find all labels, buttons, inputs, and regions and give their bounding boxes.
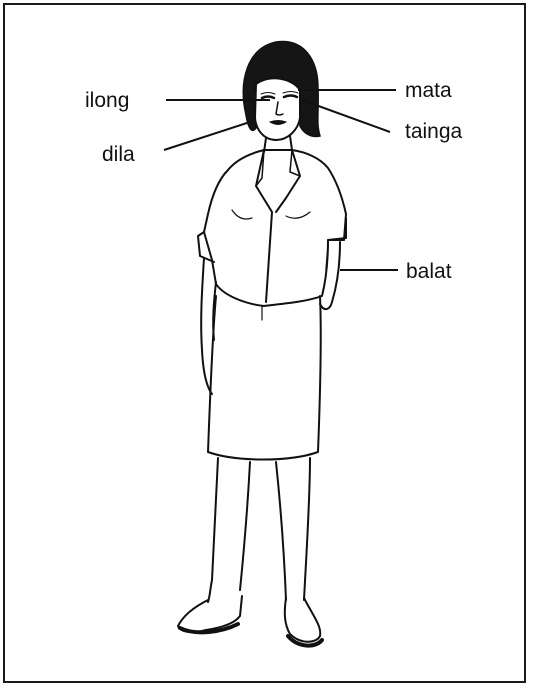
label-ilong: ilong [85, 89, 129, 112]
right-leg [276, 462, 286, 600]
label-mata: mata [405, 79, 452, 102]
right-arm [320, 242, 340, 309]
right-shoe [285, 598, 320, 642]
blouse [204, 150, 346, 306]
nose [276, 102, 283, 115]
label-dila: dila [102, 143, 135, 166]
right-eye [284, 96, 297, 98]
left-leg [208, 458, 218, 602]
woman-illustration [178, 42, 346, 646]
skirt [208, 296, 321, 460]
dila-pointer [164, 122, 250, 150]
mouth [270, 121, 286, 125]
label-tainga: tainga [405, 120, 463, 143]
label-balat: balat [406, 260, 452, 283]
left-eye [262, 97, 274, 99]
